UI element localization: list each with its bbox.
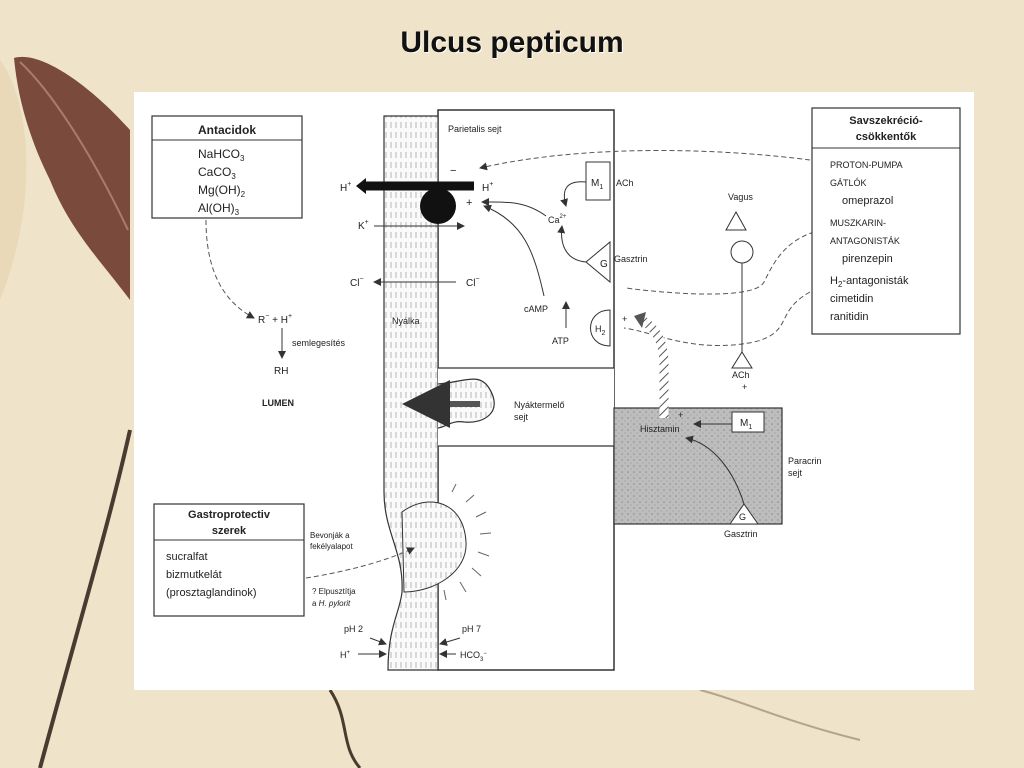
rh-label: RH bbox=[274, 366, 288, 377]
vagus-label: Vagus bbox=[728, 192, 753, 202]
camp-label: cAMP bbox=[524, 304, 548, 314]
vagus-plus: + bbox=[742, 382, 747, 392]
coat-label-1: Bevonják a bbox=[310, 531, 350, 540]
proton-pump bbox=[420, 188, 456, 224]
h-left-label: H+ bbox=[340, 650, 351, 660]
gastroprotective-item-3: (prosztaglandinok) bbox=[166, 587, 257, 599]
ca-label: Ca2+ bbox=[548, 214, 567, 225]
svg-text:Al(OH)3: Al(OH)3 bbox=[198, 201, 240, 217]
mucus-label: Nyálka bbox=[392, 316, 420, 326]
svg-text:Mg(OH)2: Mg(OH)2 bbox=[198, 183, 246, 199]
h2-drug-1: cimetidin bbox=[830, 293, 873, 305]
slide-title: Ulcus pepticum bbox=[400, 26, 624, 59]
pump-minus: − bbox=[450, 165, 456, 177]
gastrin-label-paracrine: Gasztrin bbox=[724, 529, 758, 539]
m1-receptor-parietal bbox=[585, 161, 611, 201]
g-receptor-label: G bbox=[600, 259, 608, 270]
histamine-pathway bbox=[639, 316, 669, 418]
antacids-list: NaHCO3 CaCO3 Mg(OH)2 Al(OH)3 bbox=[198, 147, 246, 217]
ulcer-diagram: H+ H+ − + K+ Cl− Cl− Parietalis sejt Nyá… bbox=[151, 107, 961, 671]
ph-left-label: pH 2 bbox=[344, 624, 363, 634]
leaf-shape bbox=[14, 56, 130, 301]
hco-label: HCO3− bbox=[460, 650, 487, 663]
m1-paracrine-label: M1 bbox=[740, 418, 752, 431]
pump-plus: + bbox=[466, 197, 472, 209]
gastrin-receptor-paracrine bbox=[729, 503, 759, 525]
mucus-cell-label-2: sejt bbox=[514, 412, 529, 422]
cl-ion-right: Cl− bbox=[466, 276, 480, 289]
gastrin-label-parietal: Gasztrin bbox=[614, 254, 648, 264]
ppi-line-1: PROTON-PUMPA bbox=[830, 160, 903, 170]
gastrin-receptor bbox=[585, 240, 611, 284]
twig-bottom bbox=[328, 689, 362, 768]
lumen-label: LUMEN bbox=[262, 398, 294, 408]
coat-label-2: fekélyalapot bbox=[310, 542, 353, 551]
gastroprotective-heading-2: szerek bbox=[212, 525, 247, 537]
musc-drug: pirenzepin bbox=[842, 253, 893, 265]
ppi-line-2: GÁTLÓK bbox=[830, 178, 867, 188]
h2-receptor-label: H2 bbox=[595, 324, 606, 337]
antacids-heading: Antacidok bbox=[198, 123, 256, 137]
vagus-bottom-triangle bbox=[731, 351, 753, 369]
musc-line-2: ANTAGONISTÁK bbox=[830, 236, 900, 246]
vagus-neuron bbox=[730, 240, 754, 264]
gastroprotective-item-2: bizmutkelát bbox=[166, 569, 222, 581]
h2-plus: + bbox=[622, 314, 627, 324]
paracrine-label-1: Paracrin bbox=[788, 456, 822, 466]
ulcer-crater bbox=[401, 501, 467, 593]
cl-ion-left: Cl− bbox=[350, 276, 364, 289]
musc-line-1: MUSZKARIN- bbox=[830, 218, 886, 228]
ppi-drug: omeprazol bbox=[842, 195, 893, 207]
lumen-h-ion: H+ bbox=[340, 181, 351, 194]
h2-antagonists: H2-antagonisták bbox=[830, 275, 909, 289]
pylori-label-2: a H. pylorit bbox=[312, 599, 351, 608]
gastroprotective-heading-1: Gastroprotectiv bbox=[188, 509, 271, 521]
gastroprotective-box bbox=[153, 503, 305, 617]
neutralization-reaction: R− + H+ bbox=[258, 313, 292, 326]
pylori-label-1: ? Elpusztítja bbox=[312, 587, 356, 596]
ach-label: ACh bbox=[616, 178, 634, 188]
m1-receptor-label: M1 bbox=[591, 178, 603, 191]
parietal-cell-label: Parietalis sejt bbox=[448, 124, 502, 134]
acid-reducers-heading-2: csökkentők bbox=[856, 131, 917, 143]
antacids-box bbox=[151, 115, 303, 219]
vagus-ach-label: ACh bbox=[732, 370, 750, 380]
gastroprotective-item-1: sucralfat bbox=[166, 551, 208, 563]
k-ion: K+ bbox=[358, 219, 369, 232]
svg-text:CaCO3: CaCO3 bbox=[198, 165, 236, 181]
atp-label: ATP bbox=[552, 336, 569, 346]
h2-receptor bbox=[590, 309, 611, 347]
mucus-cell-label-1: Nyáktermelő bbox=[514, 400, 565, 410]
h2-drug-2: ranitidin bbox=[830, 311, 869, 323]
twig-left bbox=[38, 429, 132, 768]
m1-receptor-paracrine bbox=[731, 411, 765, 433]
paracrine-label-2: sejt bbox=[788, 468, 803, 478]
histamine-label: Hisztamin bbox=[640, 424, 680, 434]
ulcer-rays bbox=[443, 483, 492, 601]
g-paracrine-label: G bbox=[739, 512, 746, 522]
neutralization-label: semlegesítés bbox=[292, 338, 346, 348]
acid-reducers-heading-1: Savszekréció- bbox=[849, 115, 923, 127]
vagus-top-triangle bbox=[725, 210, 747, 231]
svg-text:NaHCO3: NaHCO3 bbox=[198, 147, 245, 163]
ph-right-label: pH 7 bbox=[462, 624, 481, 634]
cell-h-ion: H+ bbox=[482, 181, 493, 194]
histamine-plus: + bbox=[678, 410, 683, 420]
acid-reducers-box bbox=[811, 107, 961, 335]
diagram-panel: H+ H+ − + K+ Cl− Cl− Parietalis sejt Nyá… bbox=[134, 92, 974, 690]
